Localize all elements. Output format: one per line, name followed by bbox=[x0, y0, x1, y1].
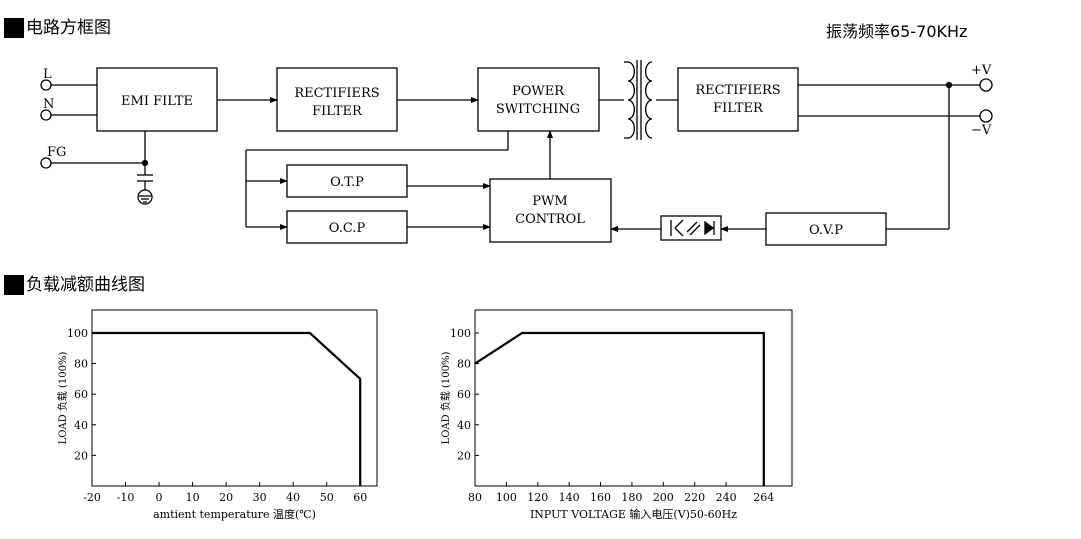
y-tick-label: 100 bbox=[450, 327, 471, 340]
title-square-icon bbox=[4, 275, 24, 295]
x-tick-label: 180 bbox=[621, 491, 642, 504]
rect1-label-2: FILTER bbox=[312, 104, 363, 119]
ocp-label: O.C.P bbox=[329, 221, 366, 236]
x-tick-label: 200 bbox=[653, 491, 674, 504]
y-tick-label: 80 bbox=[74, 358, 88, 371]
power-label-2: SWITCHING bbox=[496, 102, 580, 117]
label-fg: FG bbox=[47, 145, 66, 160]
transformer-icon bbox=[624, 60, 653, 140]
block-diagram-title: 电路方框图 bbox=[4, 18, 111, 38]
x-tick-label: 100 bbox=[496, 491, 517, 504]
x-tick-label: 20 bbox=[219, 491, 233, 504]
pwm-label-1: PWM bbox=[532, 194, 567, 209]
x-tick-label: 264 bbox=[753, 491, 774, 504]
x-tick-label: 40 bbox=[286, 491, 300, 504]
x-tick-label: -20 bbox=[83, 491, 101, 504]
x-tick-label: 0 bbox=[156, 491, 163, 504]
x-axis-label: amtient temperature 温度(℃) bbox=[153, 507, 316, 521]
label-n: N bbox=[43, 97, 54, 112]
pwm-label-2: CONTROL bbox=[515, 212, 585, 227]
rect1-label-1: RECTIFIERS bbox=[294, 86, 379, 101]
x-tick-label: 240 bbox=[716, 491, 737, 504]
x-tick-label: 120 bbox=[527, 491, 548, 504]
rect2-label-2: FILTER bbox=[713, 101, 764, 116]
block-diagram: L N FG +V −V EMI FILTE RECTIFIERS FILTER… bbox=[40, 60, 993, 246]
y-axis-label: LOAD 负载 (100%) bbox=[439, 351, 452, 444]
x-tick-label: 50 bbox=[320, 491, 334, 504]
x-tick-label: 10 bbox=[186, 491, 200, 504]
derating-title-text: 负载减额曲线图 bbox=[26, 275, 145, 295]
x-tick-label: 30 bbox=[253, 491, 267, 504]
y-tick-label: 100 bbox=[67, 327, 88, 340]
series-line bbox=[92, 331, 362, 486]
x-axis-label: INPUT VOLTAGE 输入电压(V)50-60Hz bbox=[530, 507, 737, 521]
y-tick-label: 40 bbox=[74, 419, 88, 432]
y-tick-label: 60 bbox=[457, 388, 471, 401]
x-tick-label: 60 bbox=[353, 491, 367, 504]
x-tick-label: 160 bbox=[590, 491, 611, 504]
chart-frame bbox=[474, 309, 793, 487]
y-tick-label: 20 bbox=[457, 449, 471, 462]
series-line bbox=[474, 331, 765, 486]
ground-icon bbox=[137, 189, 153, 205]
y-tick-label: 60 bbox=[74, 388, 88, 401]
otp-label: O.T.P bbox=[330, 175, 364, 190]
x-tick-label: 140 bbox=[559, 491, 580, 504]
y-tick-label: 20 bbox=[74, 449, 88, 462]
x-tick-label: 220 bbox=[684, 491, 705, 504]
y-tick-label: 80 bbox=[457, 358, 471, 371]
block-diagram-title-text: 电路方框图 bbox=[26, 18, 111, 38]
optocoupler-icon bbox=[670, 219, 715, 237]
label-l: L bbox=[43, 67, 52, 82]
chart-frame bbox=[91, 309, 378, 487]
x-tick-label: -10 bbox=[117, 491, 135, 504]
ovp-label: O.V.P bbox=[809, 223, 843, 238]
derating-title: 负载减额曲线图 bbox=[4, 275, 145, 295]
title-square-icon bbox=[4, 18, 24, 38]
x-tick-label: 80 bbox=[468, 491, 482, 504]
label-neg-out: −V bbox=[971, 123, 992, 138]
label-pos-out: +V bbox=[971, 63, 992, 78]
y-tick-label: 40 bbox=[457, 419, 471, 432]
terminal-pos-out bbox=[979, 78, 993, 92]
y-axis-label: LOAD 负载 (100%) bbox=[56, 351, 69, 444]
power-label-1: POWER bbox=[512, 84, 565, 99]
terminal-neg-out bbox=[979, 109, 993, 123]
rect2-label-1: RECTIFIERS bbox=[695, 83, 780, 98]
frequency-note: 振荡频率65-70KHz bbox=[826, 22, 968, 41]
emi-filter-label: EMI FILTE bbox=[121, 94, 193, 109]
